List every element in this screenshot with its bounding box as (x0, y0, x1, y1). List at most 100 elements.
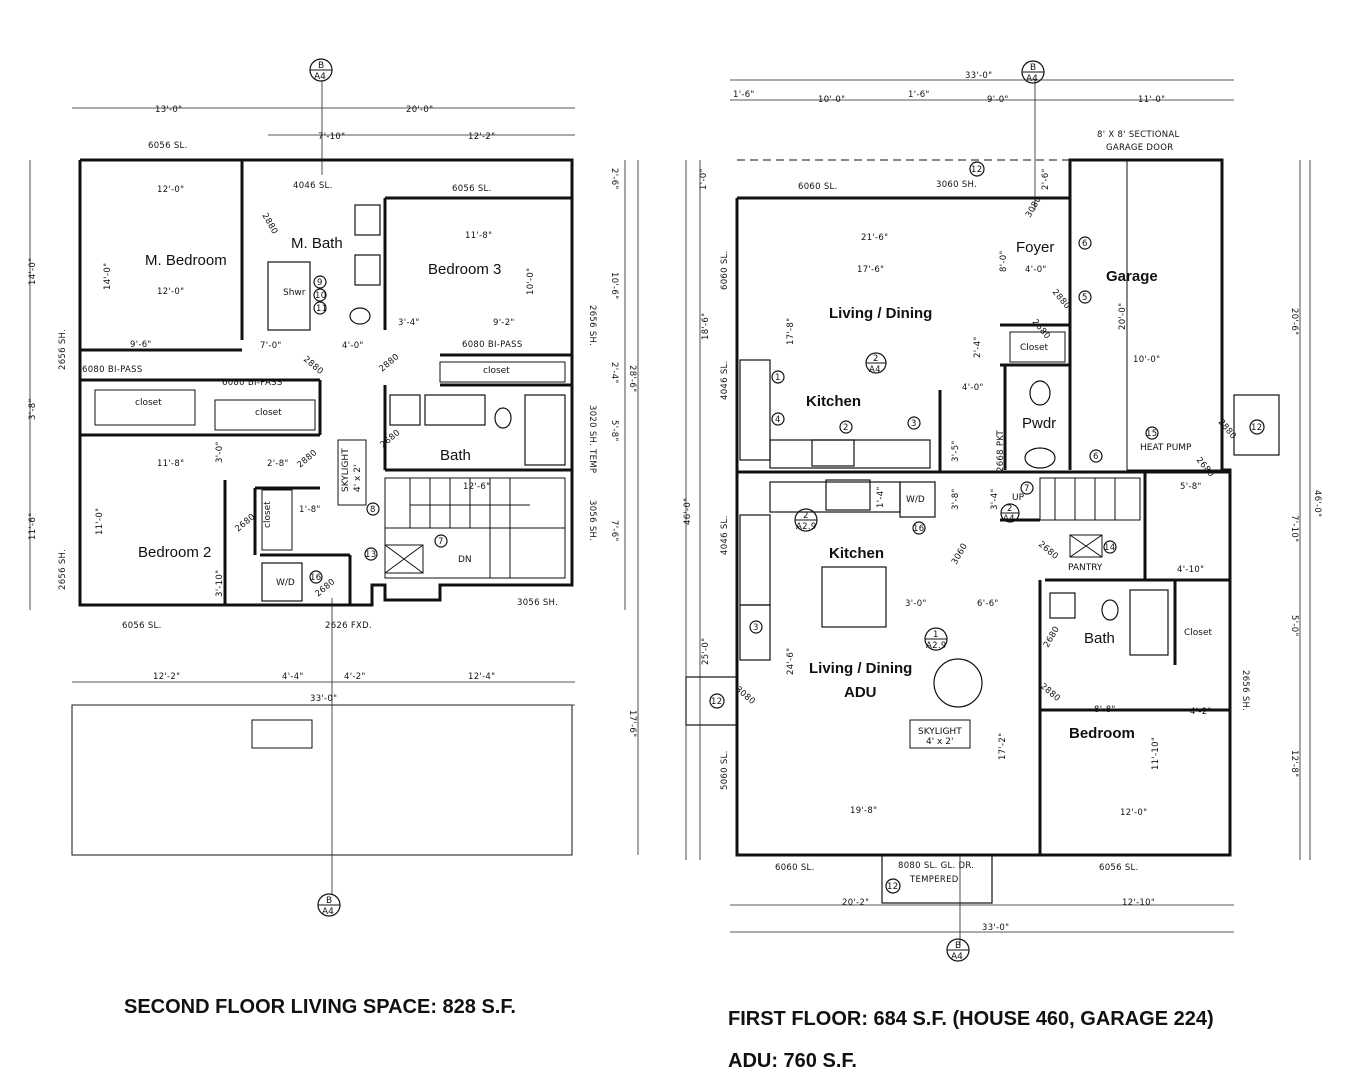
window-label: 2656 SH. (58, 329, 68, 370)
dimension-label: 17'-2" (998, 733, 1008, 760)
dimension-label: 5'-0" (1289, 615, 1299, 637)
window-label: 3056 SH. (517, 598, 558, 608)
dimension-label: 12'-0" (157, 185, 184, 195)
dimension-label: 4'-2" (344, 672, 366, 682)
window-label: 4046 SL. (720, 360, 730, 400)
dimension-label: 12'-6" (463, 482, 490, 492)
dimension-label: 4'-2" (1190, 707, 1212, 717)
tag-circle: 12 (709, 693, 725, 709)
tag-circle: 7 (434, 534, 448, 548)
dimension-label: 8'-0" (999, 250, 1009, 272)
dimension-label: 17'-6" (627, 710, 637, 737)
stair-down-label: DN (458, 555, 472, 565)
window-label: 3060 SH. (936, 180, 977, 190)
dimension-label: 11'-6" (28, 513, 38, 540)
dimension-label: 25'-0" (701, 638, 711, 665)
dimension-label: 18'-6" (701, 313, 711, 340)
dimension-label: 2'-6" (609, 168, 619, 190)
section-marker-2-a4: 2 A4 (865, 352, 887, 375)
svg-text:3: 3 (753, 623, 759, 633)
tag-circle: 4 (771, 412, 785, 426)
svg-text:9: 9 (317, 278, 323, 288)
garage-door-label: 8' X 8' SECTIONAL (1097, 130, 1180, 140)
dimension-label: 11'-8" (465, 231, 492, 241)
window-label: 6056 SL. (122, 621, 162, 631)
dimension-label: 33'-0" (310, 694, 337, 704)
section-marker-top-sheet: A4 (314, 72, 326, 82)
tag-circle: 6 (1078, 236, 1092, 250)
dimension-label: 1'-0" (699, 168, 709, 190)
skylight-size: 4' x 2' (926, 737, 953, 747)
dimension-label: 14'-0" (28, 258, 38, 285)
room-adu: ADU (844, 684, 877, 701)
svg-text:4: 4 (775, 415, 781, 425)
window-label: 4046 SL. (293, 181, 333, 191)
dimension-label: 46'-0" (1312, 490, 1322, 517)
svg-text:A4: A4 (1003, 514, 1015, 524)
dimension-label: 4'-0" (1025, 265, 1047, 275)
dimension-label: 3'-8" (951, 488, 961, 510)
closet-label-1: closet (135, 398, 162, 408)
door-label: 2880 (259, 212, 279, 237)
pantry-label: PANTRY (1068, 563, 1103, 573)
dimension-label: 17'-6" (857, 265, 884, 275)
window-label: 2656 SH. (58, 549, 68, 590)
tag-circle: 12 (1249, 419, 1265, 435)
tag-circle: 14 (1103, 540, 1117, 554)
svg-text:10: 10 (315, 291, 326, 301)
section-marker-bottom-letter: B (326, 896, 332, 906)
dimension-label: 4'-0" (342, 341, 364, 351)
dimension-label: 9'-0" (987, 95, 1009, 105)
dimension-label: 11'-0" (95, 508, 105, 535)
dimension-label: 11'-10" (1151, 737, 1161, 770)
dimension-label: 46'-0" (683, 498, 693, 525)
dimension-label: 9'-6" (130, 340, 152, 350)
section-marker-sheet: A4 (951, 952, 963, 962)
door-label: 2680 (379, 428, 403, 450)
dimension-label: 2'-8" (267, 459, 289, 469)
dimension-label: 5'-8" (1180, 482, 1202, 492)
dimension-label: 1'-8" (299, 505, 321, 515)
dimension-label: 3'-0" (905, 599, 927, 609)
dimension-label: 13'-0" (155, 105, 182, 115)
dimension-label: 10'-6" (609, 272, 619, 299)
room-bath-adu: Bath (1084, 630, 1115, 647)
dimension-label: 28'-6" (627, 365, 637, 392)
svg-text:2: 2 (803, 511, 809, 521)
window-label: 6056 SL. (452, 184, 492, 194)
pocket-door-label: 2668 PKT (996, 430, 1006, 472)
section-marker-bottom-sheet: A4 (322, 907, 334, 917)
dimension-label: 2'-4" (973, 336, 983, 358)
dimension-label: 7'-0" (260, 341, 282, 351)
door-label: 2880 (378, 352, 402, 374)
svg-text:A2.9: A2.9 (926, 641, 947, 651)
closet-label-3: closet (483, 366, 510, 376)
dimension-label: 9'-2" (493, 318, 515, 328)
dimension-label: 7'-10" (1289, 515, 1299, 542)
window-label: 4046 SL. (720, 515, 730, 555)
room-living-dining-adu: Living / Dining (809, 660, 912, 677)
door-label: 2880 (1216, 418, 1238, 442)
dimension-label: 12'-8" (1289, 750, 1299, 777)
tag-circle: 12 (969, 161, 985, 177)
svg-text:3: 3 (911, 419, 917, 429)
second-floor-caption: SECOND FLOOR LIVING SPACE: 828 S.F. (124, 996, 516, 1018)
room-bedroom-2: Bedroom 2 (138, 544, 211, 561)
room-garage: Garage (1106, 268, 1158, 285)
section-marker-bottom: B A4 (317, 893, 341, 917)
dimension-label: 12'-10" (1122, 898, 1155, 908)
dimension-label: 14'-0" (103, 263, 113, 290)
tag-circle: 12 (885, 878, 901, 894)
room-bedroom: Bedroom (1069, 725, 1135, 742)
dimension-label: 17'-8" (786, 318, 796, 345)
shower-label: Shwr (283, 288, 306, 298)
garage-door-label: GARAGE DOOR (1106, 143, 1173, 153)
svg-text:2: 2 (1007, 504, 1013, 514)
room-m-bath: M. Bath (291, 235, 343, 252)
section-marker-top-ff: B A4 (1021, 60, 1045, 84)
dimension-label: 1'-6" (733, 90, 755, 100)
window-label: 3020 SH. TEMP (587, 405, 597, 473)
svg-text:A4: A4 (869, 365, 881, 375)
heat-pump-label: HEAT PUMP (1140, 443, 1192, 453)
window-label: 6060 SL. (720, 250, 730, 290)
